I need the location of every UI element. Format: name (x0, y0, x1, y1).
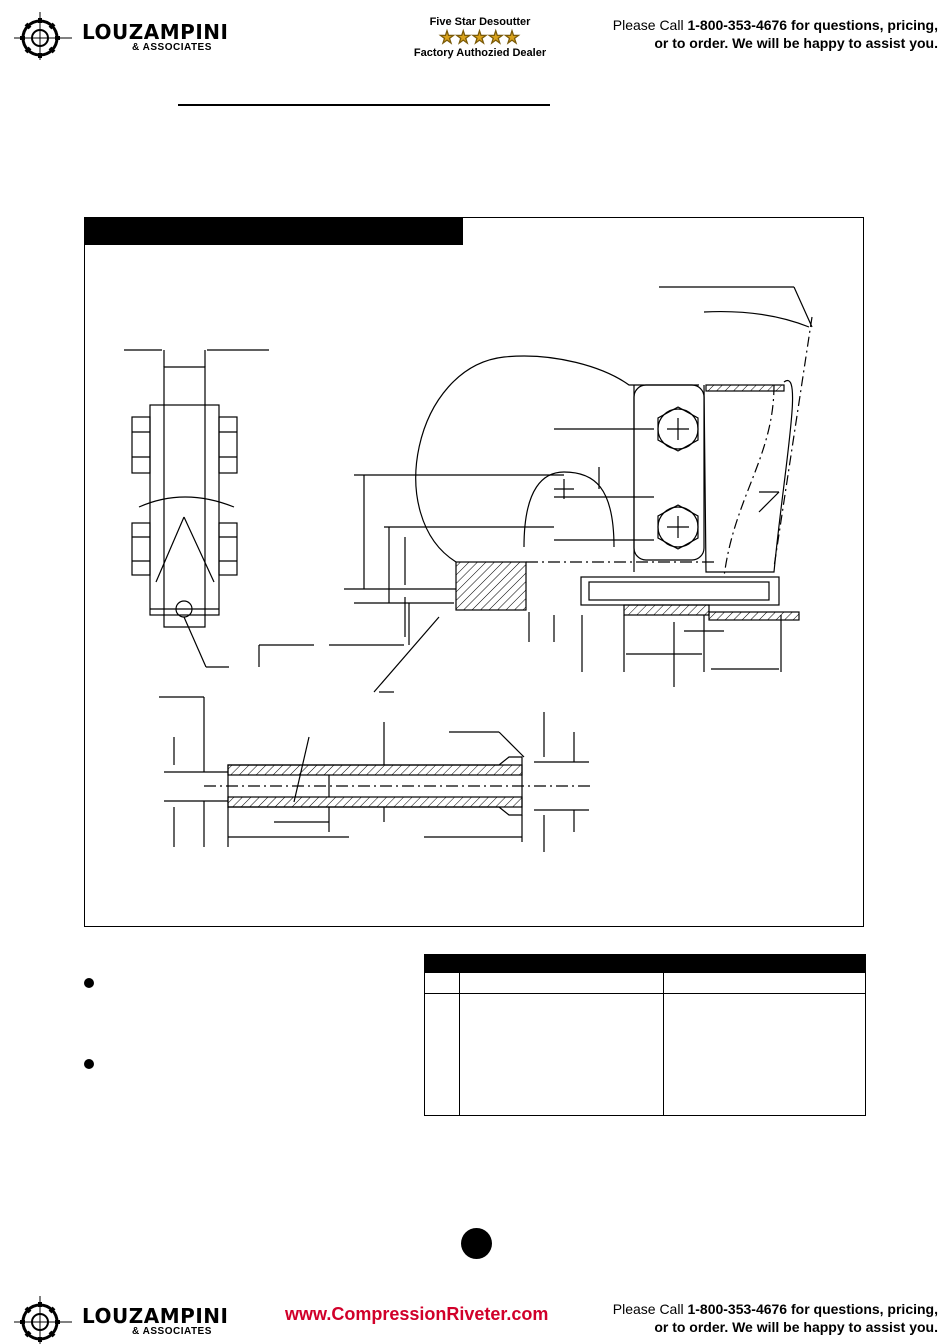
table-column-divider (459, 973, 460, 1115)
call-prefix: Please Call (612, 17, 688, 33)
gear-crosshair-icon (14, 12, 72, 60)
jaw-dimensions (258, 428, 782, 693)
company-logo[interactable]: LOUZAMPINI & ASSOCIATES (12, 8, 252, 60)
dealer-line-1: Five Star Desoutter (429, 16, 531, 28)
table-column-header-row (425, 973, 865, 994)
call-suffix: for questions, pricing, (787, 1301, 938, 1317)
drawing-title-bar (84, 217, 463, 245)
parts-table (424, 954, 866, 1116)
logo-subtitle: & ASSOCIATES (132, 42, 212, 53)
call-to-action: Please Call 1-800-353-4676 for questions… (613, 16, 938, 52)
call-line-2: or to order. We will be happy to assist … (654, 1319, 938, 1335)
page-footer: LOUZAMPINI & ASSOCIATES www.CompressionR… (0, 1284, 950, 1344)
logo-name: LOUZAMPINI (82, 1304, 229, 1328)
title-underline (178, 104, 550, 106)
table-column-divider (663, 973, 664, 1115)
page-header: LOUZAMPINI & ASSOCIATES Five Star Desout… (0, 0, 950, 60)
bullet-point (84, 978, 94, 988)
phone-number[interactable]: 1-800-353-4676 (687, 1301, 788, 1317)
company-logo[interactable]: LOUZAMPINI & ASSOCIATES (12, 1292, 252, 1344)
page-number-badge (461, 1228, 492, 1259)
technical-drawing (124, 286, 813, 852)
call-line-2: or to order. We will be happy to assist … (654, 35, 938, 51)
dealer-badge: Five Star Desoutter ★★★★★ Factory Authoz… (410, 16, 550, 60)
phone-number[interactable]: 1-800-353-4676 (687, 17, 788, 33)
tube-section-view (159, 696, 594, 852)
website-link[interactable]: www.CompressionRiveter.com (285, 1304, 549, 1324)
call-to-action: Please Call 1-800-353-4676 for questions… (613, 1300, 938, 1336)
dealer-line-2: Factory Authozied Dealer (413, 47, 547, 59)
logo-subtitle: & ASSOCIATES (132, 1326, 212, 1337)
call-suffix: for questions, pricing, (787, 17, 938, 33)
five-stars-icon: ★★★★★ (439, 28, 521, 47)
call-prefix: Please Call (612, 1301, 688, 1317)
table-header-bar (425, 955, 865, 973)
jaw-main-view (415, 286, 813, 621)
yoke-side-view (124, 349, 269, 668)
drawing-frame (84, 217, 864, 927)
logo-name: LOUZAMPINI (82, 20, 229, 44)
bullet-point (84, 1059, 94, 1069)
gear-crosshair-icon (14, 1296, 72, 1344)
